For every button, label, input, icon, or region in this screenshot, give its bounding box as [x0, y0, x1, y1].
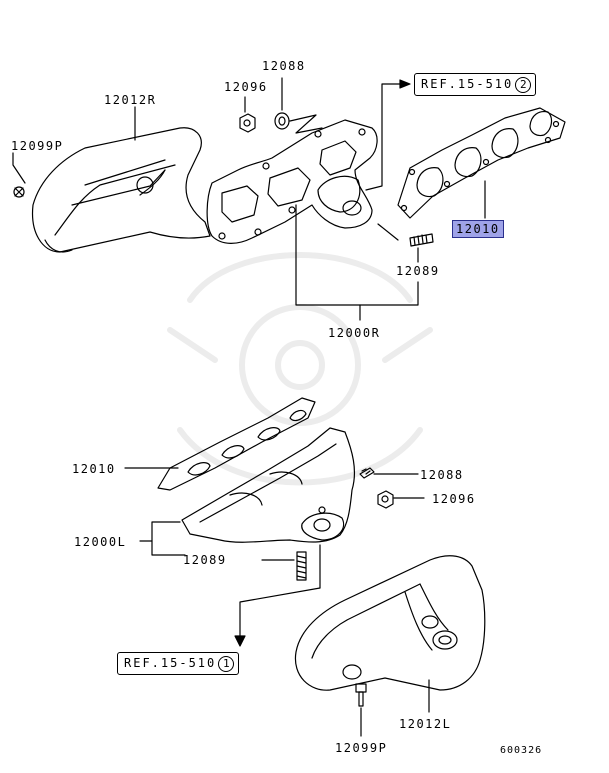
label-12096-bottom[interactable]: 12096: [432, 492, 476, 506]
label-12099P-top[interactable]: 12099P: [11, 139, 64, 153]
bolt-12099P-top: [13, 186, 25, 198]
bolt-12099P-bottom: [355, 683, 367, 707]
ref-bottom-circled-number: 1: [218, 656, 235, 672]
ref-top-text: REF.15-510: [421, 77, 514, 91]
label-12000R[interactable]: 12000R: [328, 326, 381, 340]
label-12088-bottom[interactable]: 12088: [420, 468, 464, 482]
label-12096-top[interactable]: 12096: [224, 80, 268, 94]
nut-12096-top: [239, 113, 256, 133]
arrow-ref-top: [399, 79, 411, 89]
bracket-12000R: [295, 204, 419, 306]
label-12000L[interactable]: 12000L: [74, 535, 127, 549]
bracket-12000L: [151, 521, 186, 556]
leader-stud-top: [377, 223, 399, 241]
leader-zigzag: [289, 114, 323, 134]
figure-id: 600326: [500, 745, 543, 756]
manifold-12000L: [181, 427, 356, 543]
gasket-12088-top: [274, 112, 290, 130]
gasket-12010-top: [397, 107, 566, 219]
gasket-12088-bottom: [359, 467, 375, 479]
ref-bottom-text: REF.15-510: [124, 656, 217, 670]
leader-12099P-top: [12, 152, 26, 184]
leader-ref-bottom: [239, 587, 321, 637]
leader-ref-top: [365, 83, 401, 191]
label-12099P-bottom[interactable]: 12099P: [335, 741, 388, 755]
arrow-ref-bottom: [234, 635, 246, 647]
manifold-12000R: [206, 119, 378, 244]
label-12089-top[interactable]: 12089: [396, 264, 440, 278]
label-12012R[interactable]: 12012R: [104, 93, 157, 107]
label-12088-top[interactable]: 12088: [262, 59, 306, 73]
heat-shield-12012R: [31, 127, 211, 253]
label-12089-bottom[interactable]: 12089: [183, 553, 227, 567]
label-12012L[interactable]: 12012L: [399, 717, 452, 731]
heat-shield-12012L: [294, 555, 486, 691]
ref-top-circled-number: 2: [515, 77, 532, 93]
watermark-emblem: [167, 252, 433, 486]
nut-12096-bottom: [377, 490, 394, 509]
stud-12089-top: [409, 233, 434, 247]
label-12010-top-highlighted[interactable]: 12010: [452, 220, 504, 238]
stud-12089-bottom: [296, 551, 307, 581]
label-12010-bottom[interactable]: 12010: [72, 462, 116, 476]
gasket-12010-bottom: [157, 397, 316, 491]
